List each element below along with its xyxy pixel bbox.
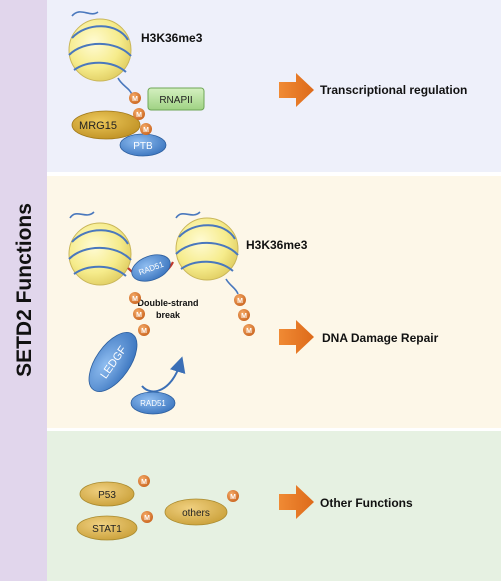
svg-text:M: M (132, 96, 138, 103)
svg-text:M: M (132, 296, 138, 303)
p53-protein (79, 481, 135, 507)
break-label: Double-strand (137, 298, 198, 308)
h3k36me3-label: H3K36me3 (141, 31, 203, 45)
svg-text:M: M (141, 479, 147, 486)
break-label: break (156, 310, 181, 320)
methyl-group-icon: M (133, 108, 145, 120)
panel-dna-repair (47, 176, 501, 428)
arrow-icon (279, 73, 314, 107)
rad51-label: RAD51 (140, 399, 166, 408)
svg-text:M: M (241, 313, 247, 320)
methyl-group-icon: M (238, 309, 250, 321)
nucleosome-icon (159, 211, 239, 295)
dna-damage-repair-label: DNA Damage Repair (322, 331, 439, 345)
methyl-group-icon: M (140, 123, 152, 135)
svg-text:M: M (237, 298, 243, 305)
methyl-group-icon: M (129, 292, 141, 304)
methyl-group-icon: M (129, 92, 141, 104)
rnapii-label: RNAPII (159, 95, 192, 106)
svg-text:M: M (144, 515, 150, 522)
rnapii-protein (147, 87, 205, 111)
rad51-protein (130, 391, 176, 415)
svg-text:M: M (143, 127, 149, 134)
methyl-group-icon: M (133, 308, 145, 320)
sidebar-title: SETD2 Functions (13, 203, 36, 377)
others-protein (164, 498, 228, 526)
panel-other (47, 431, 501, 581)
svg-text:M: M (136, 312, 142, 319)
stat1-label: STAT1 (92, 524, 122, 535)
others-label: others (182, 508, 210, 519)
sidebar (0, 0, 47, 581)
methyl-group-icon: M (227, 490, 239, 502)
recruitment-arrow (141, 356, 186, 393)
other-functions-label: Other Functions (320, 496, 413, 510)
ledgf-protein (88, 332, 138, 392)
methyl-group-icon: M (243, 324, 255, 336)
mrg15-label: MRG15 (79, 120, 117, 132)
mrg15-protein (71, 110, 141, 140)
methyl-group-icon: M (234, 294, 246, 306)
rad51-protein (131, 254, 171, 282)
p53-label: P53 (98, 490, 116, 501)
arrow-icon (279, 320, 314, 354)
transcriptional-regulation-label: Transcriptional regulation (320, 83, 467, 97)
nucleosome-icon (68, 211, 143, 286)
svg-text:M: M (141, 328, 147, 335)
svg-text:M: M (246, 328, 252, 335)
methyl-group-icon: M (138, 324, 150, 336)
arrow-icon (279, 485, 314, 519)
h3k36me3-label: H3K36me3 (246, 238, 308, 252)
stat1-protein (76, 515, 138, 541)
methyl-group-icon: M (138, 475, 150, 487)
ptb-label: PTB (133, 141, 153, 152)
svg-text:M: M (230, 494, 236, 501)
methyl-group-icon: M (141, 511, 153, 523)
svg-text:M: M (136, 112, 142, 119)
